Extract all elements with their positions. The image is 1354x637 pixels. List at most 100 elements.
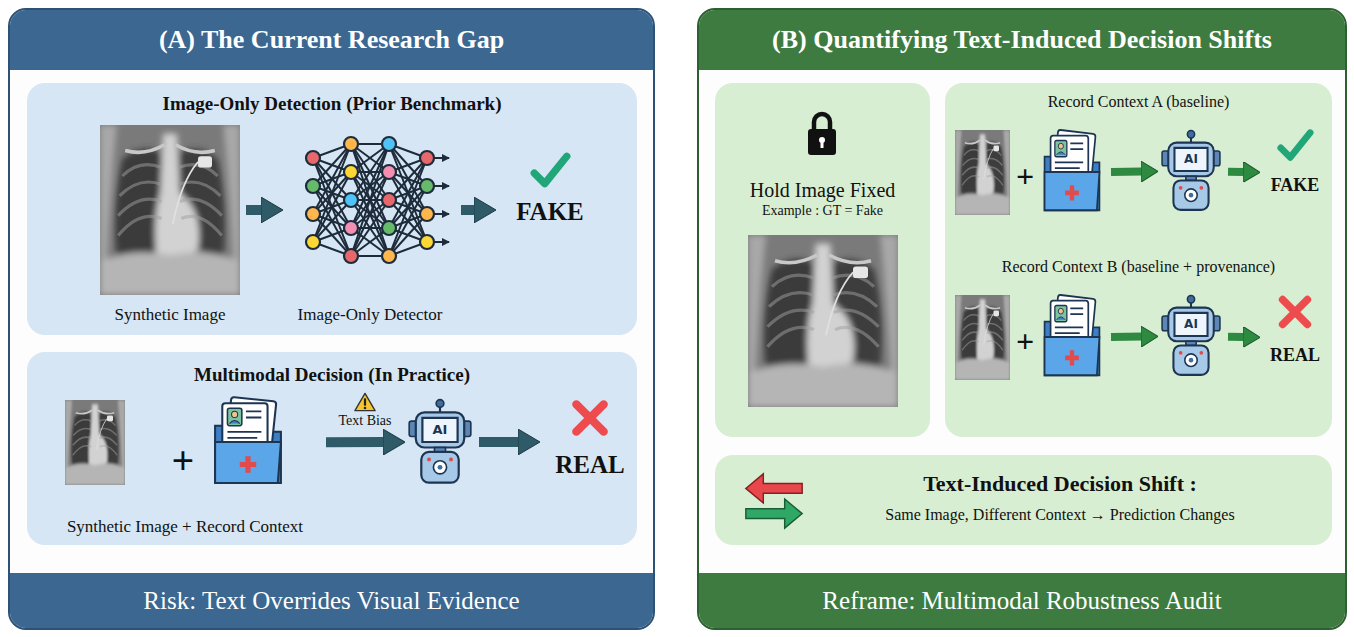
output-node: REAL	[542, 394, 638, 490]
ai-badge: AI	[1174, 148, 1207, 171]
network-link	[313, 186, 351, 256]
record-folder	[215, 397, 281, 483]
network-link	[389, 144, 427, 242]
network-neuron	[382, 137, 396, 151]
ai-robot	[409, 400, 471, 483]
flow-arrow	[1111, 168, 1142, 176]
network-link	[313, 214, 351, 256]
network-link	[313, 242, 351, 256]
input-group: +	[950, 293, 1105, 383]
row-title: Record Context B (baseline + provenance)	[945, 257, 1332, 276]
network-link	[313, 214, 351, 228]
plus-sign: +	[1010, 325, 1040, 357]
network-link	[389, 228, 427, 242]
plus-sign: +	[1010, 160, 1040, 192]
network-link	[351, 200, 389, 228]
summary-title: Text-Induced Decision Shift :	[840, 471, 1280, 497]
swap-arrows	[746, 474, 802, 528]
record-folder	[1045, 130, 1100, 210]
ai-robot	[1162, 296, 1220, 375]
flow-arrow	[479, 437, 519, 447]
network-link	[313, 158, 351, 228]
network-link	[389, 144, 427, 214]
network-link	[389, 172, 427, 186]
network-neuron	[382, 249, 396, 263]
ai-model-node: AI	[1160, 294, 1222, 378]
footer-band: Risk: Text Overrides Visual Evidence	[10, 573, 653, 628]
prediction-label: FAKE	[498, 197, 602, 227]
network-output	[427, 157, 449, 159]
network-link	[351, 171, 389, 173]
network-link	[389, 186, 427, 228]
network-link	[313, 144, 351, 214]
network-neuron	[382, 221, 396, 235]
synthetic-xray	[955, 295, 1010, 380]
network-neuron	[382, 165, 396, 179]
input-group: +	[950, 128, 1105, 218]
network-neuron	[306, 151, 320, 165]
network-link	[313, 186, 351, 228]
summary-box: Text-Induced Decision Shift : Same Image,…	[715, 455, 1332, 545]
network-link	[351, 144, 389, 228]
network-link	[351, 200, 389, 228]
network-neuron	[382, 193, 396, 207]
network-neuron	[306, 235, 320, 249]
plus-sign: +	[163, 441, 203, 481]
flow-arrow	[461, 205, 475, 215]
ai-robot	[1162, 131, 1220, 210]
prediction-label: REAL	[1262, 345, 1328, 367]
detector-node: Image-Only Detector	[285, 125, 455, 295]
caption: Image-Only Detector	[275, 305, 465, 325]
network-link	[351, 172, 389, 200]
ai-model-node: AI	[1160, 129, 1222, 213]
neural-network	[306, 137, 449, 263]
network-output	[427, 241, 449, 243]
caption: Synthetic Image + Record Context	[40, 517, 330, 537]
network-link	[389, 158, 427, 228]
ai-badge: AI	[1174, 313, 1207, 336]
section-title: Image-Only Detection (Prior Benchmark)	[27, 93, 637, 116]
network-link	[351, 172, 389, 228]
network-link	[351, 144, 389, 200]
warning-icon	[355, 393, 375, 410]
network-neuron	[344, 249, 358, 263]
synthetic-xray	[100, 125, 240, 295]
network-link	[351, 172, 389, 256]
output-node: FAKE	[1262, 123, 1328, 223]
network-link	[313, 200, 351, 214]
network-link	[389, 214, 427, 256]
caption: Synthetic Image	[80, 305, 260, 325]
network-link	[389, 158, 427, 200]
panel: (A) The Current Research GapRisk: Text O…	[8, 8, 655, 630]
section-box: Multimodal Decision (In Practice)+Synthe…	[27, 352, 637, 545]
flow-arrow	[1228, 333, 1244, 341]
network-link	[351, 144, 389, 256]
network-link	[351, 228, 389, 256]
record-folder	[1045, 295, 1100, 375]
network-neuron	[420, 235, 434, 249]
network-link	[313, 144, 351, 242]
flow-arrow	[246, 205, 262, 215]
network-link	[351, 255, 389, 257]
section-box: Hold Image FixedExample : GT = Fake	[715, 83, 930, 437]
network-link	[313, 200, 351, 242]
cross-mark	[1283, 300, 1308, 325]
image-node: Synthetic Image	[100, 125, 240, 295]
network-link	[389, 200, 427, 214]
synthetic-xray	[65, 400, 125, 485]
edge-label: Text Bias	[315, 412, 415, 430]
network-link	[351, 172, 389, 228]
summary-text: Same Image, Different Context → Predicti…	[840, 505, 1280, 524]
header-band: (B) Quantifying Text-Induced Decision Sh…	[699, 10, 1345, 70]
network-link	[389, 242, 427, 256]
header-band: (A) The Current Research Gap	[10, 10, 653, 70]
network-link	[389, 200, 427, 242]
footer-band: Reframe: Multimodal Robustness Audit	[699, 573, 1345, 628]
network-link	[351, 200, 389, 256]
flow-arrow	[326, 437, 384, 447]
network-neuron	[344, 221, 358, 235]
panel: (B) Quantifying Text-Induced Decision Sh…	[697, 8, 1347, 630]
network-link	[351, 144, 389, 200]
